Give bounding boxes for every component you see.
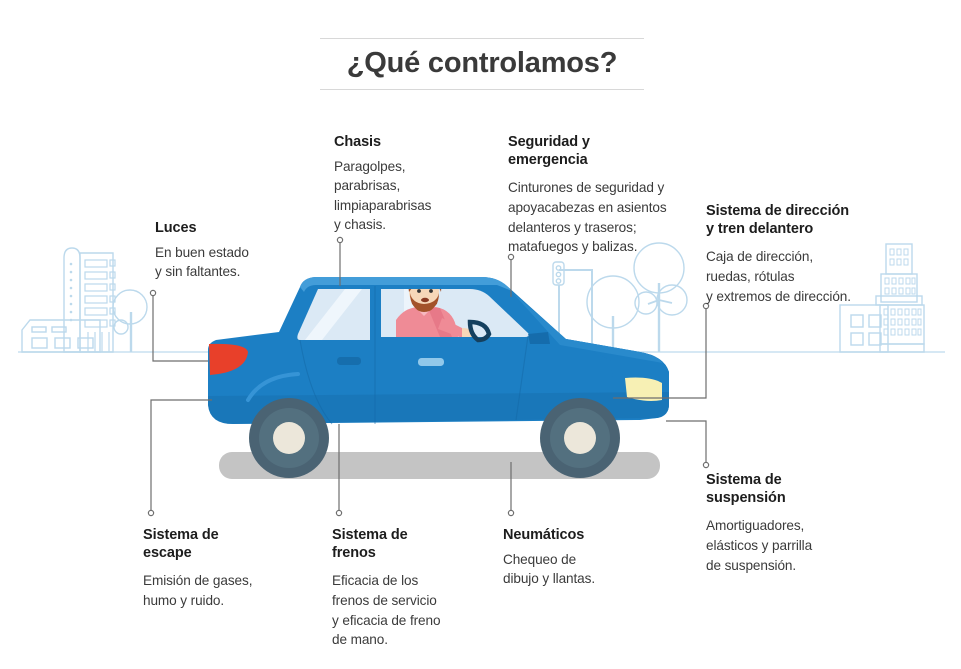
callout-neumaticos-body: Chequeo de dibujo y llantas. — [503, 551, 596, 587]
round-tree-left — [112, 289, 148, 352]
car-illustration — [208, 277, 669, 478]
car-rear-window — [297, 289, 370, 340]
taillight-red — [209, 343, 248, 375]
callout-chasis-body: Paragolpes, parabrisas, limpiaparabrisas… — [334, 158, 432, 233]
side-mirror — [528, 332, 550, 344]
callout-frenos-body: Eficacia de los frenos de servicio y efi… — [332, 573, 441, 648]
callout-seguridad-body: Cinturones de seguridad y apoyacabezas e… — [508, 180, 667, 255]
driver-shirt-shade — [428, 308, 452, 337]
door-handle-front — [418, 358, 444, 366]
callout-neumaticos-title: Neumáticos — [503, 527, 585, 543]
steering-wheel — [467, 319, 492, 343]
driver-figure — [396, 289, 474, 337]
callout-frenos: Sistema de frenos Eficacia de los frenos… — [332, 527, 507, 650]
driver-eye-left — [417, 289, 421, 293]
front-wheel — [540, 398, 620, 478]
driver-neck — [417, 297, 430, 307]
cityscape-center — [552, 242, 688, 352]
callout-frenos-title: Sistema de frenos — [332, 527, 408, 561]
page-title-block: ¿Qué controlamos? — [320, 38, 644, 91]
callout-chasis-title: Chasis — [334, 134, 381, 150]
callout-neumaticos: Neumáticos Chequeo de dibujo y llantas. — [503, 527, 673, 589]
car-roof-highlight — [300, 277, 512, 292]
callout-escape-body: Emisión de gases, humo y ruido. — [143, 573, 253, 608]
callout-suspension-title: Sistema de suspensión — [706, 472, 786, 506]
car-front-window — [381, 289, 529, 337]
callout-chasis: Chasis Paragolpes, parabrisas, limpiapar… — [334, 134, 494, 235]
driver-shirt — [396, 307, 458, 337]
driver-collar — [414, 303, 434, 316]
callout-luces: Luces En buen estado y sin faltantes. — [155, 220, 330, 282]
callout-seguridad-title: Seguridad y emergencia — [508, 134, 590, 168]
connector-seguridad — [507, 253, 515, 297]
connector-neumaticos — [507, 462, 515, 517]
driver-arm — [438, 318, 466, 337]
car-panel-lines — [299, 286, 529, 425]
driver-beard — [410, 293, 439, 311]
connector-frenos — [335, 424, 343, 517]
driver-hair — [408, 289, 442, 292]
road-shadow — [219, 452, 660, 479]
callout-escape: Sistema de escape Emisión de gases, humo… — [143, 527, 323, 611]
car-hood-highlight — [512, 292, 663, 363]
cityscape-left — [21, 247, 148, 353]
door-handle-rear — [337, 357, 361, 365]
headlight-yellow — [625, 377, 662, 401]
car-front-window-glint — [404, 289, 424, 337]
callout-direccion-body: Caja de dirección, ruedas, rótulas y ext… — [706, 249, 851, 304]
low-building-right — [839, 304, 889, 353]
rear-wheel — [249, 398, 329, 478]
car-body — [208, 277, 669, 424]
driver-head — [409, 289, 439, 308]
driver-beard-full — [411, 296, 438, 312]
connector-escape — [147, 399, 212, 517]
callout-suspension: Sistema de suspensión Amortiguadores, el… — [706, 472, 896, 575]
driver-eye-right — [429, 289, 433, 293]
traffic-light — [552, 261, 593, 352]
callout-suspension-body: Amortiguadores, elásticos y parrilla de … — [706, 518, 813, 573]
car-rear-window-glint — [305, 289, 362, 340]
tall-apartment-building-left — [63, 247, 116, 353]
round-tree-center — [586, 275, 640, 352]
callout-luces-body: En buen estado y sin faltantes. — [155, 244, 249, 280]
callout-escape-title: Sistema de escape — [143, 527, 219, 561]
callout-direccion-title: Sistema de dirección y tren delantero — [706, 203, 850, 237]
low-building-left — [21, 319, 101, 353]
callout-luces-title: Luces — [155, 220, 197, 236]
car-lower-shade — [208, 392, 669, 424]
page-title: ¿Qué controlamos? — [346, 47, 618, 79]
driver-mouth — [421, 297, 429, 303]
connector-chasis — [336, 236, 344, 286]
callout-direccion: Sistema de dirección y tren delantero Ca… — [706, 203, 906, 306]
car-front-wedge — [566, 339, 669, 420]
double-round-tree-center — [633, 242, 688, 352]
connector-suspension — [666, 420, 710, 469]
callout-seguridad: Seguridad y emergencia Cinturones de seg… — [508, 134, 700, 257]
rear-wheel-arch — [246, 372, 300, 402]
connector-direccion — [613, 302, 710, 399]
connector-luces — [149, 289, 208, 362]
driver-hand — [462, 328, 474, 337]
